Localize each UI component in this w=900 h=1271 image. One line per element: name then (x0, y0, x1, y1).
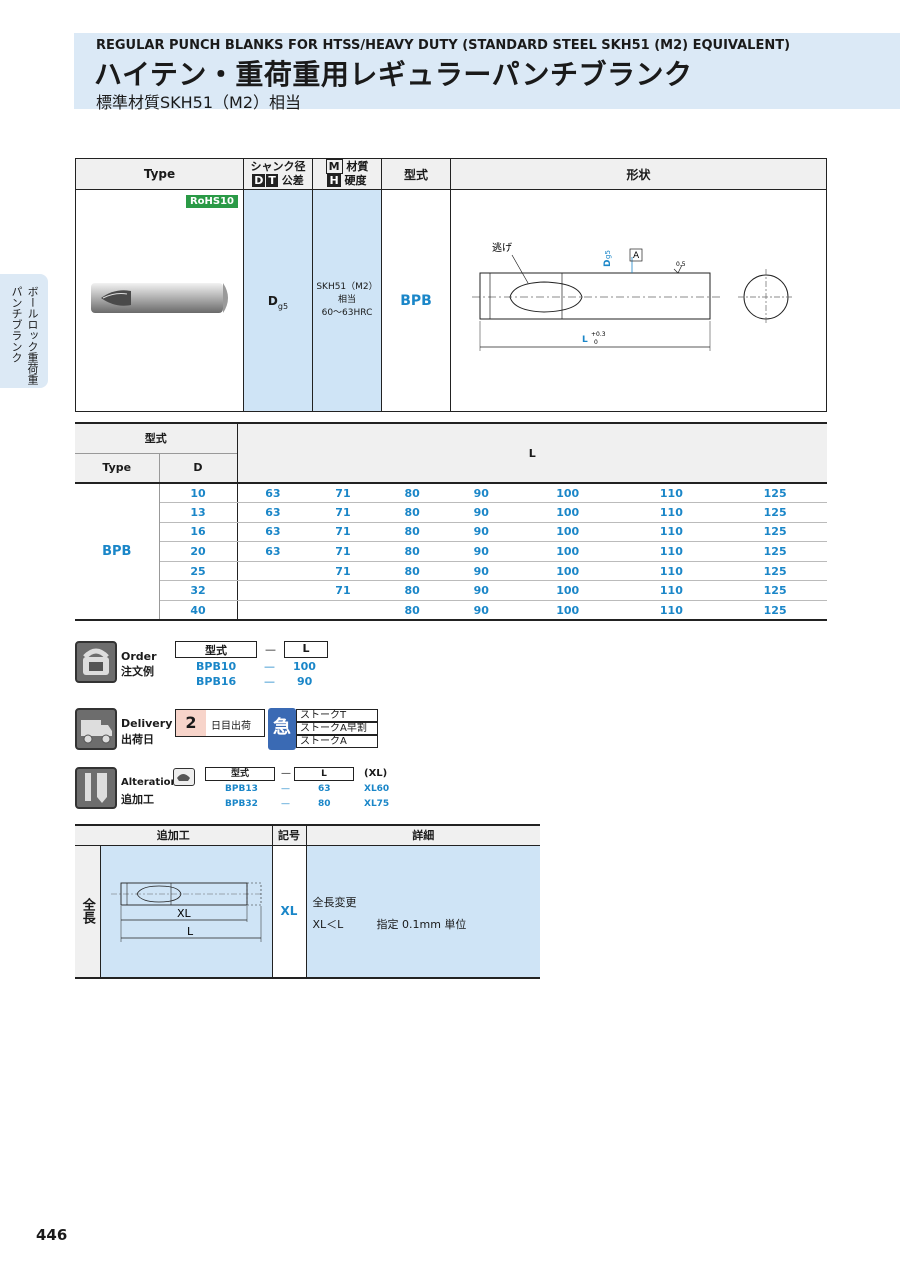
subtitle: 標準材質SKH51（M2）相当 (96, 93, 302, 112)
product-image-cell: RoHS10 (75, 189, 244, 412)
phone-icon (173, 768, 195, 786)
punch-blank-image (90, 282, 228, 313)
header-d: D (159, 452, 238, 484)
order-col-l: L (284, 641, 328, 658)
title-en: REGULAR PUNCH BLANKS FOR HTSS/HEAVY DUTY… (96, 38, 791, 53)
order-dash: — (265, 643, 276, 656)
detail-cell: 全長変更 XL＜L 指定 0.1mm 単位 (306, 845, 540, 979)
code-cell: XL (271, 845, 307, 979)
svg-text:0.5: 0.5 (676, 261, 686, 268)
alterations-table: 追加工 記号 詳細 全長 XL L XL (75, 824, 540, 979)
material-cell: SKH51（M2）相当 60～63HRC (312, 189, 382, 412)
order-example-model: BPB16 (196, 675, 237, 688)
alteration-drawing-cell: XL L (100, 845, 272, 979)
svg-text:+0.3: +0.3 (591, 331, 606, 338)
side-index-tab[interactable]: ボールロック重荷重 パンチブランク (0, 274, 48, 388)
phone-fax-icon (75, 641, 117, 683)
delivery-days: 2 (176, 710, 206, 736)
header-type: Type (75, 452, 160, 484)
delivery-days-text: 日目出荷 (211, 721, 251, 732)
express-icon: 急 (268, 708, 296, 750)
order-col-model: 型式 (175, 641, 257, 658)
alterations-example-model: BPB13 (225, 784, 258, 794)
col-detail: 詳細 (306, 824, 540, 846)
alterations-col-l: L (294, 767, 354, 781)
col-process: 追加工 (75, 824, 272, 846)
side-tab-line1: ボールロック重荷重 (26, 286, 39, 385)
col-shape: 形状 (450, 158, 827, 190)
col-type: Type (75, 158, 244, 190)
page-title: ハイテン・重荷重用レギュラーパンチブランク (94, 58, 693, 91)
row-label: 全長 (75, 845, 101, 979)
order-example-l: 100 (293, 660, 316, 673)
stock-a-fast: ストークA早割 (296, 722, 378, 735)
shape-drawing: 逃げ D g5 A 0.5 L +0.3 0 (471, 241, 794, 351)
alterations-label-jp: 追加工 (121, 793, 154, 806)
order-example-l: 90 (297, 675, 313, 688)
alterations-dash: — (281, 768, 291, 779)
delivery-days-box: 2 日目出荷 (175, 709, 265, 737)
order-label-en: Order (121, 650, 157, 663)
alteration-drawing: XL L (110, 882, 263, 942)
rohs-badge: RoHS10 (185, 195, 238, 208)
model-cell: BPB (381, 189, 451, 412)
page-header: REGULAR PUNCH BLANKS FOR HTSS/HEAVY DUTY… (74, 33, 900, 112)
alterations-example-sep: — (281, 784, 290, 794)
svg-text:L: L (187, 925, 194, 938)
alterations-example-model: BPB32 (225, 799, 258, 809)
svg-text:A: A (633, 251, 640, 261)
shank-value-cell: Dg5 (243, 189, 313, 412)
header-model: 型式 (75, 422, 238, 453)
side-tab-line2: パンチブランク (10, 286, 23, 363)
delivery-label-jp: 出荷日 (121, 733, 154, 746)
order-example-model: BPB10 (196, 660, 237, 673)
stock-a: ストークA (296, 735, 378, 748)
svg-text:XL: XL (177, 907, 192, 920)
alterations-label-en: Alterations (121, 777, 184, 788)
col-material: M 材質 H 硬度 (312, 158, 382, 190)
type-cell: BPB (75, 483, 160, 622)
svg-text:逃げ: 逃げ (492, 241, 512, 254)
drill-icon (75, 767, 117, 809)
shape-drawing-cell: 逃げ D g5 A 0.5 L +0.3 0 (450, 189, 827, 412)
header-l: L (237, 422, 827, 484)
col-model: 型式 (381, 158, 451, 190)
delivery-label-en: Delivery (121, 717, 173, 730)
stock-t: ストークT (296, 709, 378, 722)
alterations-example-l: 80 (318, 799, 331, 809)
col-code: 記号 (271, 824, 307, 846)
order-example-sep: — (264, 675, 275, 688)
alterations-example-sep: — (281, 799, 290, 809)
svg-text:g5: g5 (604, 250, 612, 259)
order-example-sep: — (264, 660, 275, 673)
alterations-col-model: 型式 (205, 767, 275, 781)
alterations-example-xl: XL75 (364, 799, 390, 809)
svg-text:L: L (582, 335, 588, 345)
svg-text:0: 0 (594, 339, 598, 346)
page-number: 446 (36, 1226, 68, 1244)
alterations-example-xl: XL60 (364, 784, 390, 794)
svg-text:D: D (603, 259, 613, 266)
truck-icon (75, 708, 117, 750)
alterations-example-l: 63 (318, 784, 331, 794)
alterations-col-xl: (XL) (364, 768, 388, 779)
order-label-jp: 注文例 (121, 665, 154, 678)
